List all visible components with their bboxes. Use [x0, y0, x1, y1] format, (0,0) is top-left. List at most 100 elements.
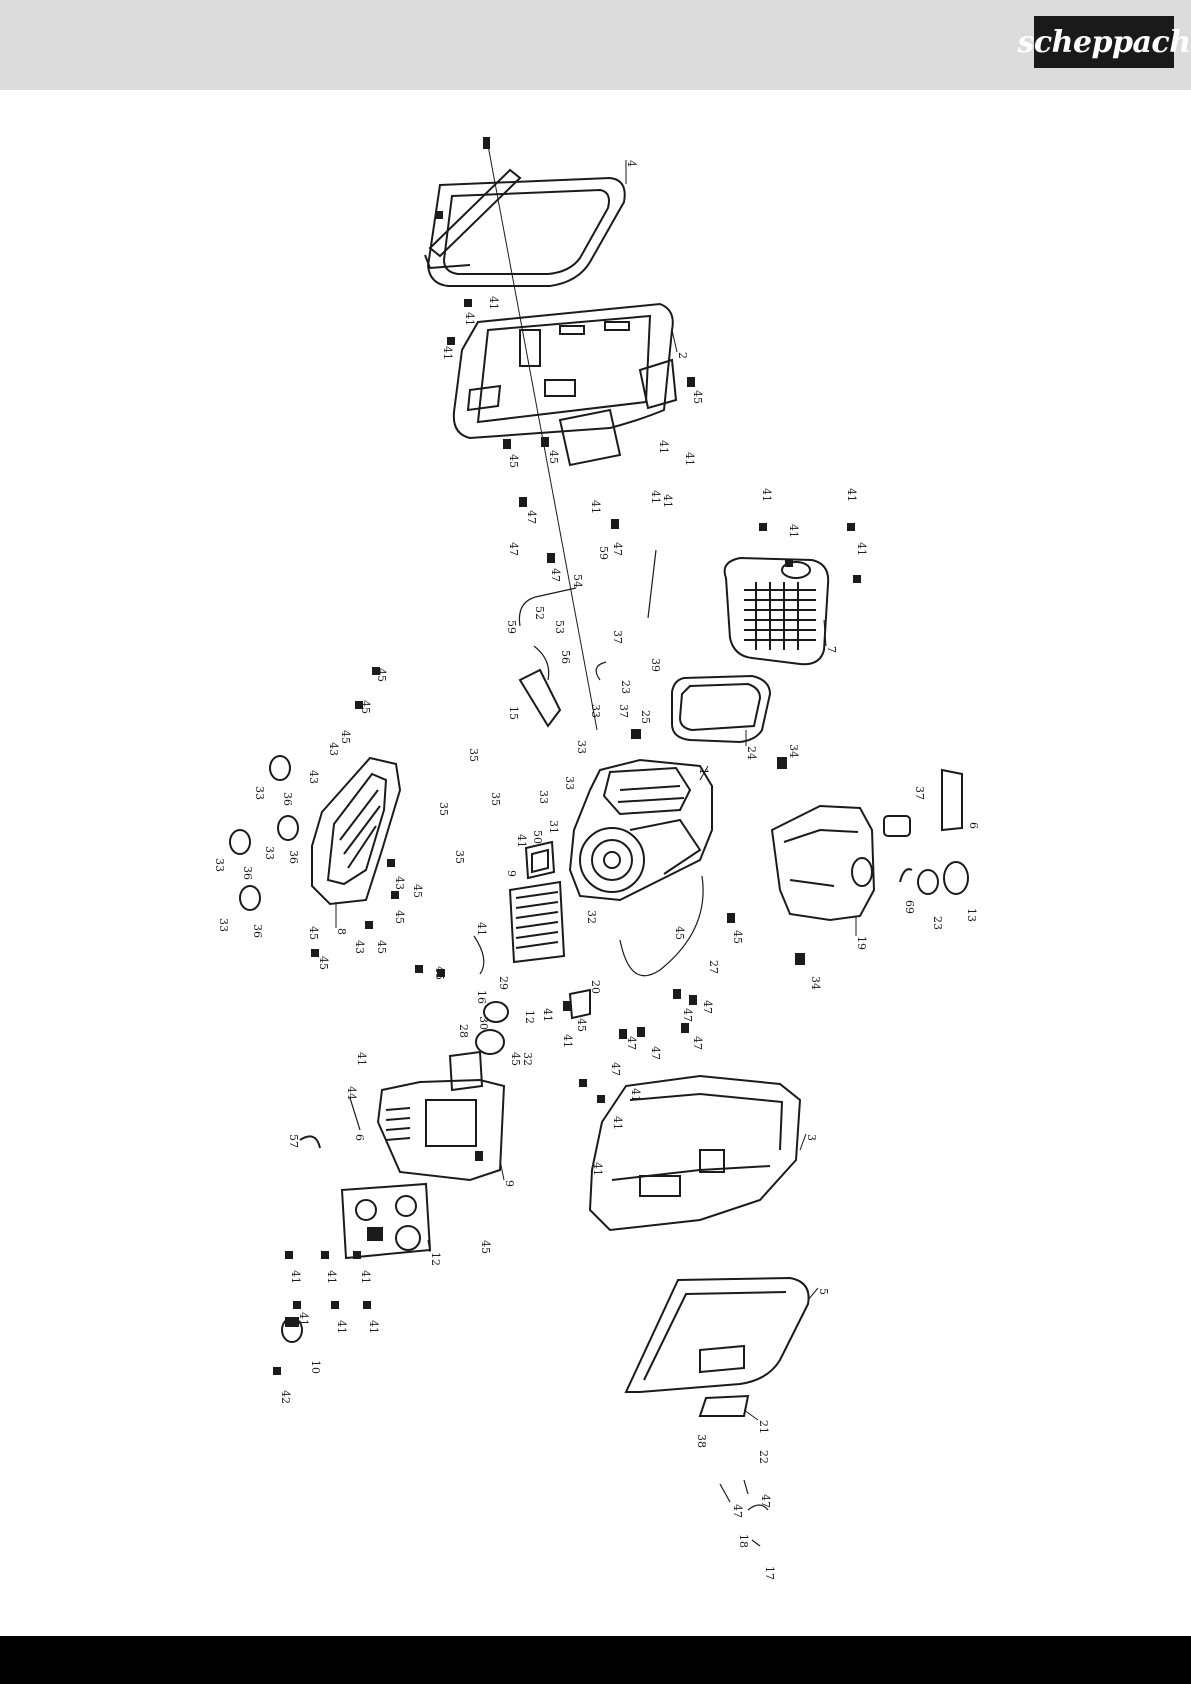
label-13: 13 — [965, 908, 978, 922]
label-41: 41 — [289, 1270, 302, 1284]
label-46: 45 — [411, 884, 424, 898]
label-5: 5 — [817, 1288, 830, 1295]
label-33: 33 — [537, 790, 550, 804]
label-17: 17 — [763, 1566, 776, 1580]
label-46: 45 — [575, 1018, 588, 1032]
part-fuel-line — [473, 875, 704, 977]
leader-lines — [335, 160, 857, 1421]
part-panel-housing — [376, 1078, 506, 1182]
exploded-parts-diagram: 4 2 41 41 41 45 45 45 47 47 47 47 41 41 … — [213, 137, 980, 1580]
label-22: 22 — [757, 1450, 770, 1464]
label-41: 41 — [845, 488, 858, 502]
label-46: 45 — [547, 450, 560, 464]
label-46: 45 — [731, 930, 744, 944]
label-18: 18 — [737, 1534, 750, 1548]
label-48: 47 — [611, 542, 624, 556]
part-number-labels: 4 2 41 41 41 45 45 45 47 47 47 47 41 41 … — [213, 160, 980, 1580]
part-21 — [698, 1394, 750, 1417]
label-29: 29 — [497, 976, 510, 990]
label-41: 41 — [515, 834, 528, 848]
label-31: 31 — [547, 820, 560, 834]
label-46: 45 — [507, 454, 520, 468]
label-37: 37 — [913, 786, 926, 800]
label-40: 39 — [649, 658, 662, 672]
label-57: 57 — [287, 1134, 300, 1148]
label-21: 21 — [757, 1420, 770, 1434]
label-1: 1 — [697, 768, 710, 775]
part-57 — [299, 1135, 321, 1149]
label-43: 43 — [393, 876, 406, 890]
label-33: 33 — [213, 858, 226, 872]
label-35: 35 — [489, 792, 502, 806]
label-35: 35 — [437, 802, 450, 816]
label-48: 47 — [507, 542, 520, 556]
label-41: 41 — [589, 500, 602, 514]
label-41: 41 — [325, 1270, 338, 1284]
part-base-tray — [624, 1276, 810, 1393]
label-46: 45 — [375, 668, 388, 682]
label-48: 47 — [609, 1062, 622, 1076]
label-39: 37 — [617, 704, 630, 718]
label-27: 27 — [707, 960, 720, 974]
label-20: 20 — [589, 980, 602, 994]
label-36: 36 — [251, 924, 264, 938]
part-bracket-15 — [518, 668, 562, 728]
label-41: 41 — [649, 490, 662, 504]
label-24: 23 — [931, 916, 944, 930]
label-48: 47 — [681, 1008, 694, 1022]
label-33: 33 — [589, 704, 602, 718]
label-41: 41 — [463, 312, 476, 326]
label-54: 54 — [571, 574, 584, 588]
header-bar: scheppach — [0, 0, 1191, 90]
label-41: 41 — [441, 346, 454, 360]
label-46: 45 — [673, 926, 686, 940]
label-33: 33 — [575, 740, 588, 754]
label-2: 2 — [676, 352, 689, 359]
label-30: 30 — [477, 1016, 490, 1030]
label-7: 7 — [825, 646, 838, 653]
part-side-panel — [311, 756, 402, 906]
label-41: 41 — [787, 524, 800, 538]
label-23: 23 — [619, 680, 632, 694]
label-36: 36 — [281, 792, 294, 806]
label-16: 16 — [475, 990, 488, 1004]
label-41: 41 — [541, 1008, 554, 1022]
label-36: 36 — [241, 866, 254, 880]
part-knobs — [229, 755, 299, 911]
brand-logo: scheppach — [1017, 16, 1191, 68]
label-34: 34 — [809, 976, 822, 990]
label-43: 43 — [327, 742, 340, 756]
label-32: 32 — [521, 1052, 534, 1066]
label-14: 12 — [429, 1252, 442, 1266]
fasteners — [273, 211, 861, 1375]
label-33: 33 — [263, 846, 276, 860]
label-41: 41 — [661, 494, 674, 508]
part-cable-16 — [349, 1097, 361, 1131]
label-6: 6 — [967, 822, 980, 829]
part-module-50 — [524, 840, 556, 880]
label-3: 3 — [805, 1134, 818, 1141]
label-8: 8 — [335, 928, 348, 935]
label-48: 47 — [549, 568, 562, 582]
label-38: 38 — [695, 1434, 708, 1448]
label-41: 41 — [561, 1034, 574, 1048]
label-15: 15 — [507, 706, 520, 720]
label-35: 35 — [453, 850, 466, 864]
part-carburettor-group — [448, 988, 591, 1092]
label-41: 41 — [359, 1270, 372, 1284]
label-39: 37 — [611, 630, 624, 644]
label-9: 9 — [503, 1180, 516, 1187]
label-52: 52 — [533, 606, 546, 620]
label-35: 35 — [467, 748, 480, 762]
part-lower-housing — [588, 1074, 802, 1232]
part-control-panel — [340, 1182, 432, 1260]
label-41: 41 — [475, 922, 488, 936]
part-handle-pins — [719, 1479, 769, 1547]
part-gasket — [671, 674, 772, 744]
label-32: 32 — [585, 910, 598, 924]
part-fuel-cap-group — [883, 768, 969, 895]
part-10 — [281, 1317, 303, 1343]
label-50: 50 — [531, 830, 544, 844]
label-28: 28 — [457, 1024, 470, 1038]
label-47: 47 — [731, 1504, 744, 1518]
